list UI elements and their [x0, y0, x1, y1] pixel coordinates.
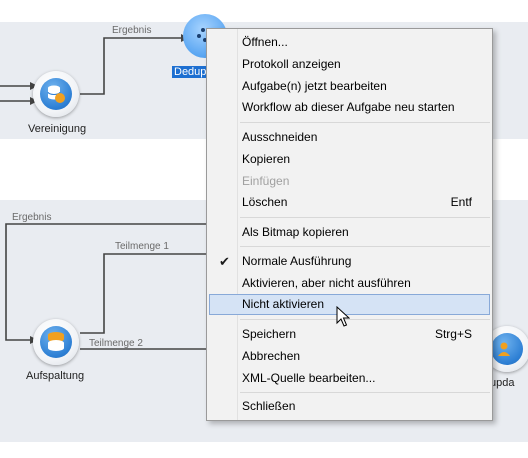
- node-label-aufspaltung: Aufspaltung: [26, 370, 85, 382]
- edge-label-teilmenge-1: Teilmenge 1: [115, 241, 169, 252]
- menu-item-show-log[interactable]: Protokoll anzeigen: [209, 54, 490, 75]
- users-icon: [491, 333, 523, 365]
- menu-item-open[interactable]: Öffnen...: [209, 32, 490, 53]
- node-label-vereinigung: Vereinigung: [28, 123, 87, 135]
- menu-item-open-label: Öffnen...: [242, 35, 288, 49]
- edge-label-teilmenge-2: Teilmenge 2: [89, 338, 143, 349]
- menu-separator: [240, 319, 490, 320]
- edge-label-ergebnis-left: Ergebnis: [12, 212, 52, 223]
- menu-item-deactivate[interactable]: Nicht aktivieren: [209, 294, 490, 315]
- menu-item-normal-execution-label: Normale Ausführung: [242, 254, 352, 268]
- menu-item-save-shortcut: Strg+S: [434, 327, 472, 341]
- menu-item-restart-workflow[interactable]: Workflow ab dieser Aufgabe neu starten: [209, 97, 490, 118]
- menu-item-paste: Einfügen: [209, 171, 490, 192]
- edge-label-ergebnis-top: Ergebnis: [112, 25, 152, 36]
- menu-icon-gutter: [207, 29, 238, 420]
- menu-item-delete-shortcut: Entf: [450, 195, 472, 209]
- menu-item-copy-bitmap-label: Als Bitmap kopieren: [242, 225, 349, 239]
- menu-item-cancel[interactable]: Abbrechen: [209, 346, 490, 367]
- node-vereinigung[interactable]: [33, 71, 79, 117]
- menu-item-activate-no-exec[interactable]: Aktivieren, aber nicht ausführen: [209, 273, 490, 294]
- menu-item-copy[interactable]: Kopieren: [209, 149, 490, 170]
- menu-item-cut-label: Ausschneiden: [242, 130, 318, 144]
- menu-separator: [240, 217, 490, 218]
- menu-item-cut[interactable]: Ausschneiden: [209, 127, 490, 148]
- checkmark-icon: ✔: [219, 254, 230, 269]
- context-menu: Öffnen... Protokoll anzeigen Aufgabe(n) …: [206, 28, 493, 421]
- menu-item-close-label: Schließen: [242, 399, 296, 413]
- menu-item-copy-label: Kopieren: [242, 152, 291, 166]
- menu-item-edit-tasks-label: Aufgabe(n) jetzt bearbeiten: [242, 79, 387, 93]
- menu-item-save-label: Speichern: [242, 327, 297, 341]
- menu-item-copy-bitmap[interactable]: Als Bitmap kopieren: [209, 222, 490, 243]
- node-aufspaltung[interactable]: [33, 319, 79, 365]
- database-split-icon: [40, 326, 72, 358]
- menu-item-edit-tasks[interactable]: Aufgabe(n) jetzt bearbeiten: [209, 76, 490, 97]
- database-merge-icon: [40, 78, 72, 110]
- menu-item-save[interactable]: Speichern Strg+S: [209, 324, 490, 345]
- menu-item-edit-xml[interactable]: XML-Quelle bearbeiten...: [209, 368, 490, 389]
- node-label-update: upda: [490, 377, 515, 389]
- menu-item-restart-workflow-label: Workflow ab dieser Aufgabe neu starten: [242, 100, 455, 114]
- menu-item-delete[interactable]: Löschen Entf: [209, 192, 490, 213]
- menu-item-delete-label: Löschen: [242, 195, 288, 209]
- menu-item-edit-xml-label: XML-Quelle bearbeiten...: [242, 371, 376, 385]
- node-label-dedup: Dedup: [172, 66, 209, 78]
- menu-separator: [240, 392, 490, 393]
- menu-item-cancel-label: Abbrechen: [242, 349, 301, 363]
- menu-item-paste-label: Einfügen: [242, 174, 290, 188]
- menu-separator: [240, 122, 490, 123]
- menu-item-normal-execution[interactable]: ✔ Normale Ausführung: [209, 251, 490, 272]
- mouse-cursor-icon: [336, 306, 350, 327]
- menu-item-activate-no-exec-label: Aktivieren, aber nicht ausführen: [242, 276, 411, 290]
- menu-item-show-log-label: Protokoll anzeigen: [242, 57, 341, 71]
- menu-separator: [240, 246, 490, 247]
- menu-item-close[interactable]: Schließen: [209, 396, 490, 417]
- menu-item-deactivate-label: Nicht aktivieren: [242, 297, 325, 311]
